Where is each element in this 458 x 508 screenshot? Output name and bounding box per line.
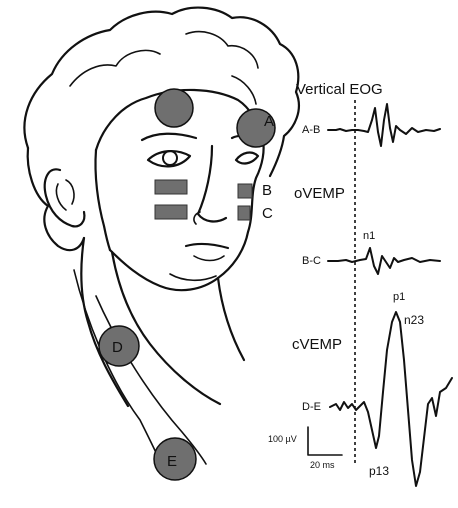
mouth	[186, 244, 228, 248]
face-left-contour	[95, 150, 110, 250]
hair-detail-curl-2	[186, 32, 258, 68]
scm-muscle-1	[74, 270, 164, 470]
electrode-c-left-pad	[155, 205, 187, 219]
hair-left-side	[28, 148, 84, 250]
electrode-b-left-pad	[155, 180, 187, 194]
neck-right	[218, 278, 244, 360]
vertical-eog-title: Vertical EOG	[296, 81, 383, 98]
nose	[198, 146, 226, 221]
electrodes: A B C D E	[99, 89, 275, 480]
lower-lip	[194, 256, 224, 261]
trace-b-c	[328, 248, 440, 274]
trace-d-e	[330, 312, 452, 486]
ovemp-peak-p1: p1	[393, 291, 405, 303]
cvemp-peak-n23: n23	[404, 313, 424, 327]
chin-line	[170, 274, 216, 280]
electrode-a-forehead	[155, 89, 193, 127]
recording-panel: Vertical EOG A-B oVEMP B-C n1 p1 cVEMP D…	[268, 81, 452, 486]
label-electrode-e: E	[167, 453, 177, 470]
electrode-c-right-pad	[238, 206, 250, 220]
channel-label-a-b: A-B	[302, 124, 320, 136]
trace-a-b	[328, 104, 440, 146]
cvemp-title: cVEMP	[292, 336, 342, 353]
scale-bar-time: 20 ms	[310, 460, 335, 470]
label-electrode-c: C	[262, 205, 273, 222]
label-electrode-a: A	[264, 113, 274, 130]
right-eye	[236, 153, 258, 164]
hair-outline	[24, 8, 298, 176]
scale-bar-amplitude: 100 µV	[268, 434, 297, 444]
channel-label-d-e: D-E	[302, 401, 321, 413]
ear-inner	[56, 184, 66, 210]
channel-label-b-c: B-C	[302, 255, 321, 267]
left-eyebrow	[142, 134, 196, 140]
label-electrode-b: B	[262, 182, 272, 199]
neck-left	[81, 238, 128, 406]
ovemp-peak-n1: n1	[363, 230, 375, 242]
left-pupil	[163, 151, 177, 165]
scale-bar	[308, 427, 342, 455]
label-electrode-d: D	[112, 339, 123, 356]
cvemp-peak-p13: p13	[369, 464, 389, 478]
ear	[45, 169, 85, 226]
electrode-b-right-pad	[238, 184, 252, 198]
hair-detail-curl-1	[70, 50, 160, 86]
head-illustration	[24, 8, 298, 470]
ovemp-title: oVEMP	[294, 185, 345, 202]
ear-inner-2	[66, 180, 74, 204]
